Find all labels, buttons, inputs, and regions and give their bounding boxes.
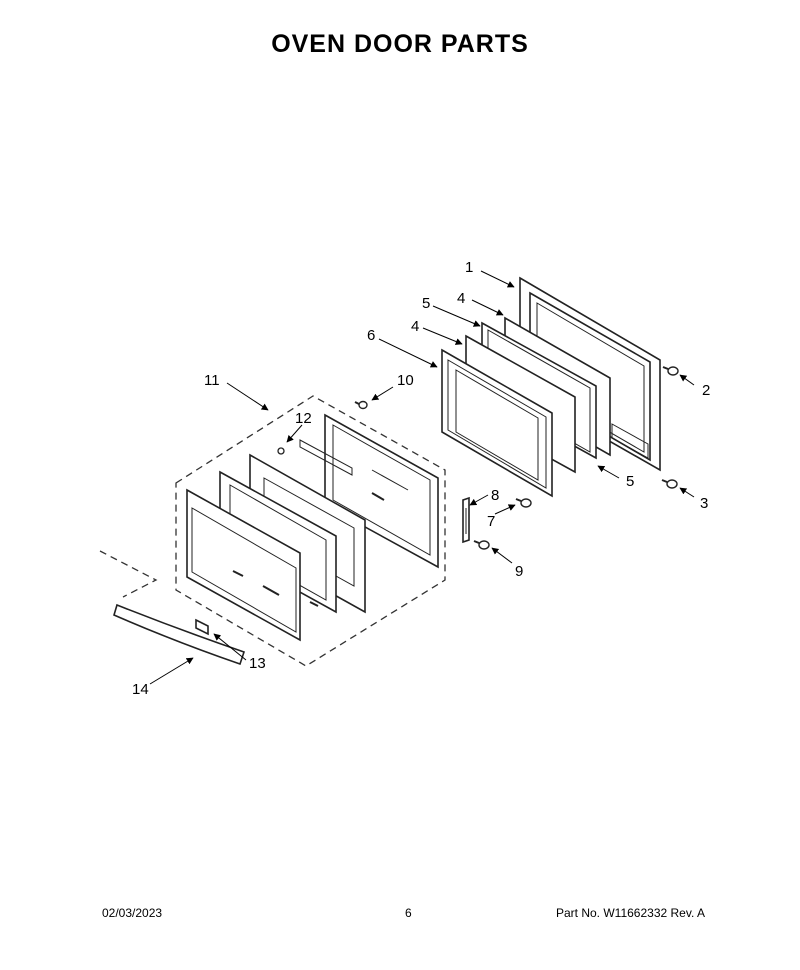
screw-10 <box>354 400 368 410</box>
callout-3: 3 <box>700 495 708 512</box>
clip-13 <box>195 618 209 636</box>
callout-2: 2 <box>702 382 710 399</box>
callout-5-lower: 5 <box>626 473 634 490</box>
screw-9 <box>473 540 490 550</box>
callout-4-upper: 4 <box>457 290 465 307</box>
callout-7: 7 <box>487 513 495 530</box>
inner-door-panel <box>299 413 439 569</box>
footer-part-number: Part No. W11662332 Rev. A <box>556 906 705 920</box>
door-hinge <box>462 496 470 544</box>
inner-window-frame <box>441 348 553 498</box>
page-title: OVEN DOOR PARTS <box>271 30 529 58</box>
callout-8: 8 <box>491 487 499 504</box>
outer-front-glass <box>186 488 319 642</box>
callout-5-upper: 5 <box>422 295 430 312</box>
footer-page-number: 6 <box>405 906 412 920</box>
screw-2 <box>662 366 679 376</box>
callout-14: 14 <box>132 681 149 698</box>
door-handle <box>113 603 246 666</box>
assembly-11-outline <box>175 395 446 667</box>
footer-date: 02/03/2023 <box>102 906 163 920</box>
callout-6: 6 <box>367 327 375 344</box>
callout-1: 1 <box>465 259 473 276</box>
callout-13: 13 <box>249 655 266 672</box>
screw-7 <box>515 498 532 508</box>
grommet-12 <box>277 447 285 455</box>
callout-11: 11 <box>204 372 220 389</box>
screw-3 <box>661 479 678 489</box>
handle-alignment-line <box>99 550 158 598</box>
callout-10: 10 <box>397 372 414 389</box>
callout-9: 9 <box>515 563 523 580</box>
callout-12: 12 <box>295 410 312 427</box>
callout-4-lower: 4 <box>411 318 419 335</box>
